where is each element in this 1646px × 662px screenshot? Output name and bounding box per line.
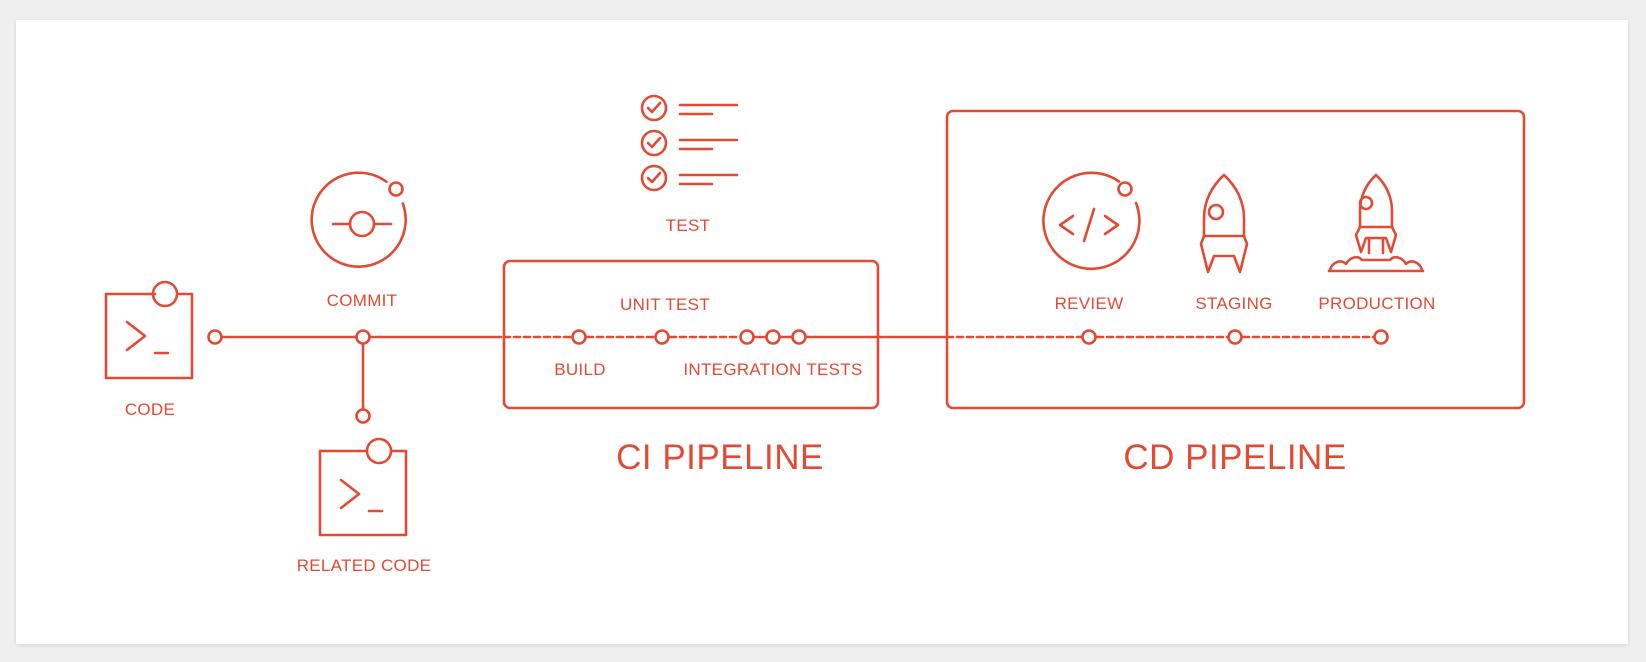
diagram-card bbox=[16, 20, 1628, 644]
integration-test-node bbox=[765, 329, 781, 345]
code-review-icon bbox=[1042, 171, 1141, 271]
unit-test-node bbox=[654, 329, 670, 345]
checklist-icon bbox=[640, 94, 739, 192]
test-label: TEST bbox=[665, 216, 711, 235]
code-node bbox=[207, 329, 223, 345]
review-label: REVIEW bbox=[1054, 294, 1124, 313]
integration-tests-label: INTEGRATION TESTS bbox=[683, 360, 863, 379]
ci-pipeline-box bbox=[502, 259, 880, 410]
terminal-icon bbox=[104, 280, 194, 380]
build-node bbox=[571, 329, 587, 345]
code-label: CODE bbox=[124, 400, 176, 419]
rocket-icon bbox=[1199, 173, 1249, 274]
production-node bbox=[1373, 329, 1389, 345]
commit-label: COMMIT bbox=[326, 291, 398, 310]
cd-pipeline-box bbox=[945, 109, 1526, 410]
terminal-icon bbox=[318, 437, 408, 537]
production-label: PRODUCTION bbox=[1318, 294, 1436, 313]
integration-test-node bbox=[791, 329, 807, 345]
review-node bbox=[1081, 329, 1097, 345]
staging-node bbox=[1227, 329, 1243, 345]
commit-node bbox=[355, 329, 371, 345]
rocket-launch-icon bbox=[1327, 173, 1425, 273]
unit-test-label: UNIT TEST bbox=[620, 295, 710, 314]
build-label: BUILD bbox=[554, 360, 606, 379]
related-code-label: RELATED CODE bbox=[296, 556, 432, 575]
related-code-node bbox=[355, 408, 371, 424]
cd-pipeline-title: CD PIPELINE bbox=[1123, 438, 1347, 477]
staging-label: STAGING bbox=[1195, 294, 1273, 313]
integration-test-node bbox=[739, 329, 755, 345]
commit-icon bbox=[310, 171, 407, 268]
ci-pipeline-title: CI PIPELINE bbox=[616, 438, 824, 477]
